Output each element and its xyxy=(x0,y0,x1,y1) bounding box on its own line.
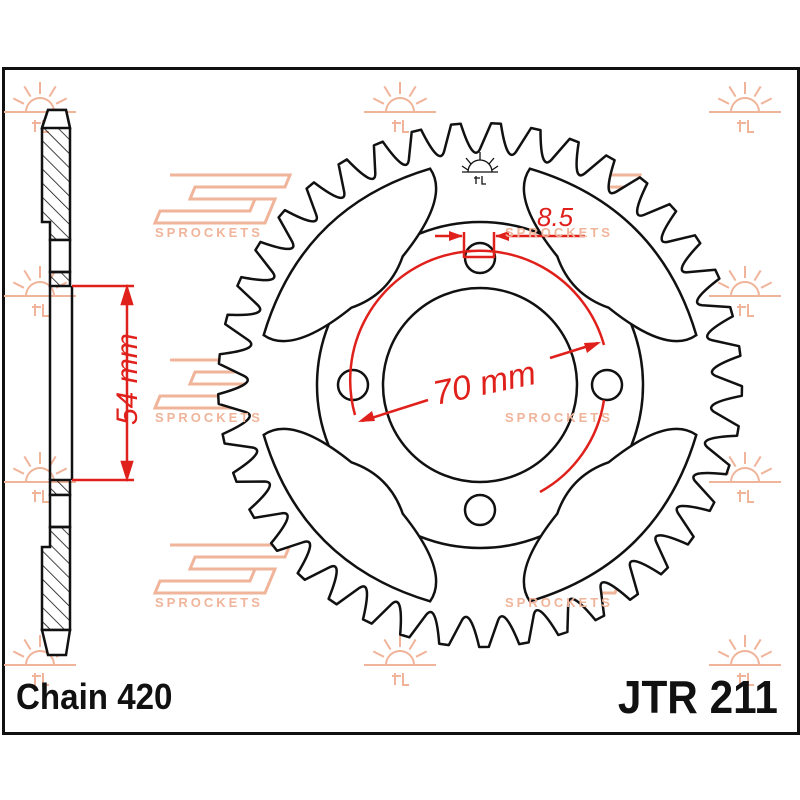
watermark-logo xyxy=(152,173,293,225)
jt-logo-icon xyxy=(461,152,499,185)
lightening-hole xyxy=(262,167,438,343)
hub-circle xyxy=(315,220,645,550)
bolt-hole xyxy=(463,493,497,527)
watermark-sun-icon xyxy=(709,82,781,133)
watermark-sun-icon xyxy=(364,82,436,133)
drawing-frame xyxy=(2,67,800,735)
lightening-hole xyxy=(262,427,438,603)
watermark-sun-icon xyxy=(709,266,781,317)
offset-dimension xyxy=(72,283,134,483)
watermark-sun-icon xyxy=(709,635,781,686)
dimension-arrows xyxy=(358,231,601,422)
center-bore xyxy=(381,286,579,484)
side-profile xyxy=(40,108,74,657)
part-number-label: JTR 211 xyxy=(618,671,778,723)
bolt-hole xyxy=(336,368,370,402)
lightening-hole xyxy=(522,167,698,343)
chain-size-label: Chain 420 xyxy=(16,676,173,717)
bolt-hole xyxy=(590,368,624,402)
watermark-sun-icon xyxy=(364,635,436,686)
bolt-hole-label: 8.5 xyxy=(537,202,574,232)
lightening-hole xyxy=(522,427,698,603)
watermark-logo xyxy=(152,543,293,595)
offset-dimension-label: 54 mm xyxy=(111,333,144,425)
